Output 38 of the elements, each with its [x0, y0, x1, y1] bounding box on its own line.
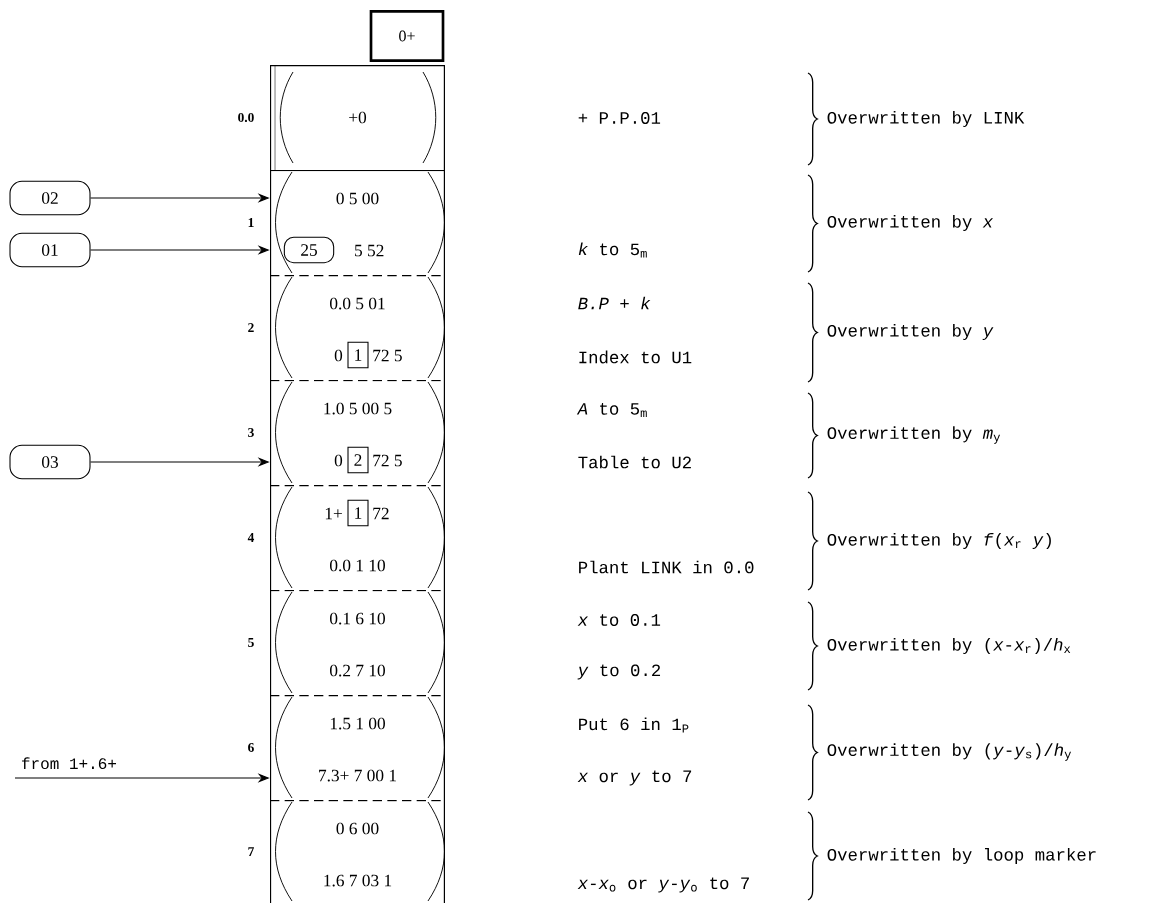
- comment: Index to U1: [579, 350, 692, 364]
- overwrite-note: Overwritten by LINK: [827, 110, 1025, 128]
- location-number: 3: [248, 428, 254, 437]
- register-box: 0+: [369, 10, 445, 62]
- comment: Plant LINK in 0.0: [579, 560, 754, 574]
- overwrite-note: Overwritten by f(x$_{r}$ y): [827, 532, 1051, 550]
- boxed-digit: 2: [347, 446, 369, 474]
- memory-location: 1.5 1 00 7.3+ 7 00 1: [270, 695, 445, 800]
- location-number: 5: [248, 638, 254, 647]
- memory-location: 0 6 00 1.6 7 03 1: [270, 800, 445, 903]
- location-number: 6: [248, 743, 254, 752]
- boxed-digit: 1: [347, 499, 369, 527]
- boxed-digit: 1: [347, 341, 369, 369]
- location-number: 0.0: [238, 112, 254, 123]
- comment: Table to U2: [578, 455, 691, 469]
- location-number: 2: [248, 323, 254, 332]
- comment: y to 0.2: [577, 664, 660, 680]
- comment: x to 0.1: [577, 614, 661, 626]
- memory-location: 0.1 6 10 0.2 7 10: [270, 590, 445, 695]
- overwrite-note: Overwritten by y: [827, 323, 994, 341]
- comment: + P.P.01: [578, 112, 661, 124]
- comment: B.P + k: [578, 296, 651, 310]
- memory-location: +0: [270, 65, 445, 170]
- location-number: 1: [248, 218, 254, 227]
- overwrite-note: Overwritten by (x-x$_{r}$)/h$_{x}$: [827, 637, 1071, 655]
- overwrite-note: Overwritten by (y-y$_{s}$)/h$_{y}$: [827, 743, 1071, 761]
- overwrite-note: Overwritten by loop marker: [827, 847, 1096, 865]
- comment: Put 6 in 1$_{P}$: [579, 717, 689, 733]
- comment: A to 5$_{m}$: [576, 403, 647, 417]
- rounded-tag: 25: [283, 236, 335, 264]
- overwrite-note: Overwritten by x: [827, 214, 994, 232]
- comment: k to 5$_{m}$: [578, 242, 647, 258]
- edge-label: from 1+.6+: [22, 757, 116, 770]
- comment: x or y to 7: [577, 770, 692, 786]
- location-number: 7: [248, 847, 254, 856]
- location-number: 4: [247, 533, 255, 542]
- comment: x-x$_{o}$ or y-y$_{o}$ to 7: [577, 877, 749, 893]
- overwrite-note: Overwritten by m$_{y}$: [827, 426, 1001, 444]
